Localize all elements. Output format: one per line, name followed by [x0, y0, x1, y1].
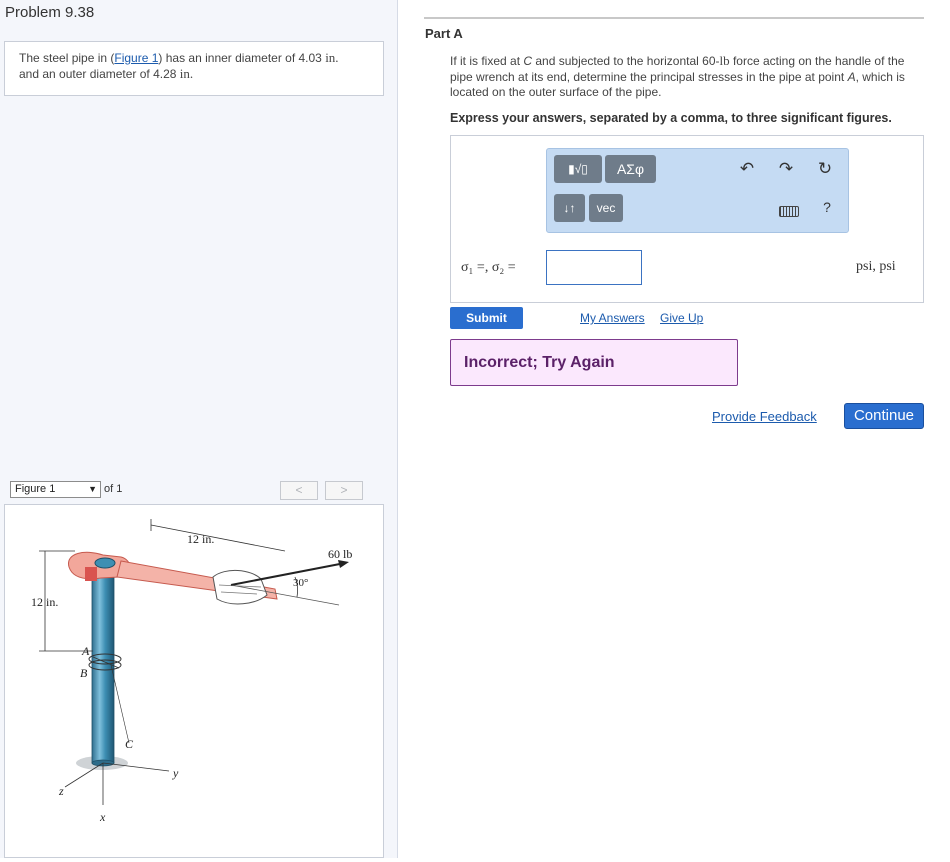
- hand: [212, 570, 268, 605]
- figure-toolbar: Figure 1 ▼ of 1 < >: [10, 481, 380, 500]
- section-ring-a: [88, 653, 122, 665]
- divider: [424, 17, 924, 19]
- hand-fingers: [218, 584, 262, 595]
- redo-icon[interactable]: ↷: [778, 159, 794, 178]
- feedback-message: Incorrect; Try Again: [450, 339, 738, 386]
- provide-feedback-link[interactable]: Provide Feedback: [712, 409, 817, 424]
- point-c-label: C: [125, 737, 134, 751]
- steel-pipe: [91, 572, 115, 764]
- leader-c: [110, 664, 130, 744]
- give-up-link[interactable]: Give Up: [660, 311, 704, 325]
- continue-button[interactable]: Continue: [844, 403, 924, 429]
- dim-label-top: 12 in.: [187, 532, 214, 546]
- greek-symbols-button[interactable]: ΑΣφ: [605, 155, 656, 183]
- keyboard-icon[interactable]: [779, 206, 799, 217]
- z-axis-label: z: [58, 784, 64, 798]
- vec-button[interactable]: vec: [589, 194, 623, 222]
- submit-button[interactable]: Submit: [450, 307, 523, 329]
- arrows-button[interactable]: ↓↑: [554, 194, 585, 222]
- answer-area: ▮√▯ ΑΣφ ↓↑ vec ↶ ↷ ↻ ? σ₁ =, σ₂ = psi, p…: [450, 135, 924, 303]
- prev-figure-button[interactable]: <: [280, 481, 318, 500]
- problem-text: The steel pipe in (: [19, 51, 115, 65]
- templates-button[interactable]: ▮√▯: [554, 155, 602, 183]
- section-hatch: [92, 656, 120, 669]
- question-fragment: force acting on the handle of the pipe w…: [450, 54, 905, 84]
- figure-link[interactable]: Figure 1: [114, 51, 159, 65]
- question-fragment: and subjected to the horizontal 60-: [532, 54, 720, 68]
- pipe-wrench-figure: 12 in. 12 in. 60 lb 30° A B C x y z: [31, 519, 352, 824]
- figure-select-value: Figure 1: [15, 483, 56, 495]
- figure-select[interactable]: Figure 1 ▼: [10, 481, 101, 498]
- reset-icon[interactable]: ↻: [817, 159, 833, 178]
- x-axis-label: x: [99, 810, 106, 824]
- answer-label: σ₁ =, σ₂ =: [461, 260, 516, 275]
- question-fragment: , which is located on the outer surface …: [450, 69, 905, 100]
- part-panel: Part A If it is fixed at C and subjected…: [398, 0, 950, 858]
- angle-arc: [294, 576, 299, 598]
- next-figure-button[interactable]: >: [325, 481, 363, 500]
- unit-text: in.: [325, 50, 339, 65]
- answer-units: psi, psi: [856, 259, 896, 274]
- force-label: 60 lb: [328, 547, 352, 561]
- question-text: If it is fixed at C and subjected to the…: [450, 53, 930, 101]
- help-icon[interactable]: ?: [823, 199, 831, 215]
- section-ring-b: [88, 659, 122, 671]
- y-axis: [102, 762, 170, 772]
- point-a-ref: A: [847, 69, 856, 84]
- pipe-top: [94, 557, 116, 569]
- problem-statement: The steel pipe in (Figure 1) has an inne…: [4, 41, 384, 96]
- force-arrowhead: [338, 560, 349, 568]
- figure-panel: 12 in. 12 in. 60 lb 30° A B C x y z: [4, 504, 384, 858]
- problem-text: and an outer diameter of 4.28: [19, 67, 180, 81]
- z-axis: [64, 762, 104, 788]
- question-fragment: If it is fixed at: [450, 54, 524, 68]
- unit-text: in.: [179, 66, 194, 81]
- chevron-down-icon: ▼: [88, 484, 97, 494]
- problem-panel: Problem 9.38 The steel pipe in (Figure 1…: [0, 0, 398, 858]
- answer-input[interactable]: [546, 250, 642, 285]
- problem-title: Problem 9.38: [5, 4, 95, 21]
- point-c-ref: C: [523, 54, 533, 68]
- dim-line-top: [150, 524, 286, 552]
- y-axis-label: y: [172, 766, 179, 780]
- part-title: Part A: [425, 26, 463, 41]
- my-answers-link[interactable]: My Answers: [580, 311, 645, 325]
- angle-label: 30°: [293, 577, 308, 589]
- unit-text: lb: [719, 53, 730, 68]
- point-b-label: B: [80, 666, 88, 680]
- math-toolbar: ▮√▯ ΑΣφ ↓↑ vec ↶ ↷ ↻ ?: [546, 148, 849, 233]
- reference-line: [230, 584, 340, 606]
- point-a-label: A: [81, 644, 90, 658]
- instruction-text: Express your answers, separated by a com…: [450, 111, 892, 125]
- problem-text: ) has an inner diameter of 4.03: [158, 51, 326, 65]
- undo-icon[interactable]: ↶: [739, 159, 755, 178]
- wrench-clamp: [85, 567, 97, 581]
- figure-count: of 1: [104, 483, 123, 495]
- force-arrow: [230, 562, 346, 586]
- dim-label-left: 12 in.: [31, 595, 58, 609]
